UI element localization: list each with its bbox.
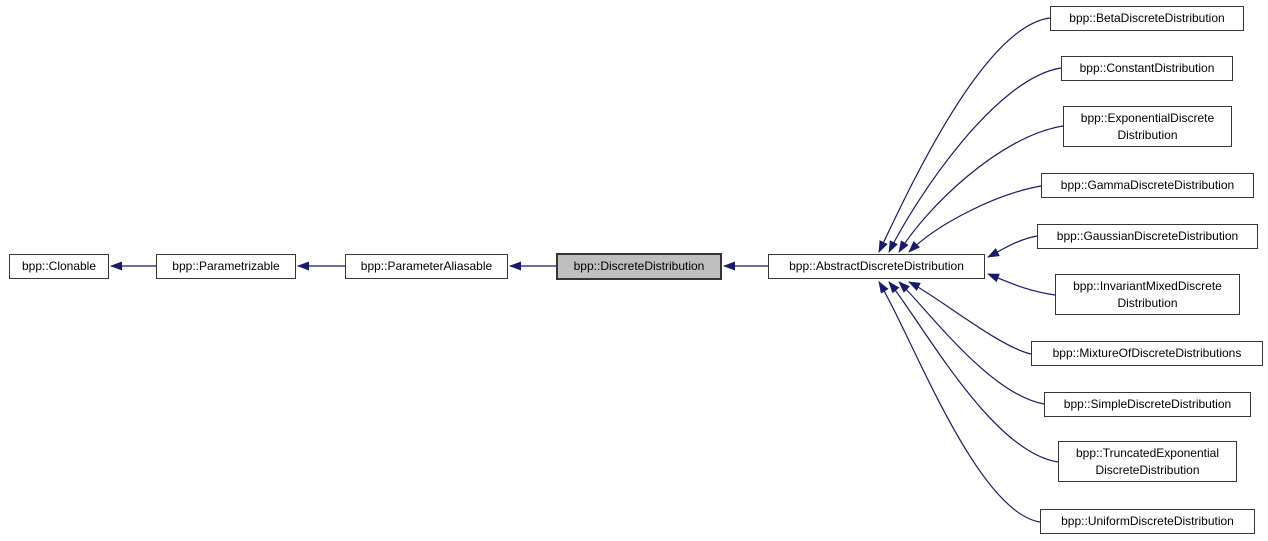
class-node-parametrizable[interactable]: bpp::Parametrizable <box>156 254 296 279</box>
class-node-beta-discrete-distribution[interactable]: bpp::BetaDiscreteDistribution <box>1050 6 1244 31</box>
class-node-gamma-discrete-distribution[interactable]: bpp::GammaDiscreteDistribution <box>1041 173 1254 198</box>
class-node-uniform-discrete-distribution[interactable]: bpp::UniformDiscreteDistribution <box>1040 509 1255 534</box>
class-node-discrete-distribution-current: bpp::DiscreteDistribution <box>556 253 722 280</box>
edge-gaussian-to-abstract <box>987 235 1038 258</box>
edge-mixture-to-abstract <box>908 281 1032 355</box>
edge-beta-to-abstract <box>878 17 1051 253</box>
class-node-constant-distribution[interactable]: bpp::ConstantDistribution <box>1061 56 1233 81</box>
class-node-exponential-discrete-distribution[interactable]: bpp::ExponentialDiscrete Distribution <box>1063 106 1232 147</box>
class-node-clonable[interactable]: bpp::Clonable <box>9 254 109 279</box>
class-node-mixture-of-discrete-distributions[interactable]: bpp::MixtureOfDiscreteDistributions <box>1031 341 1263 366</box>
class-node-parameter-aliasable[interactable]: bpp::ParameterAliasable <box>345 254 508 279</box>
class-node-simple-discrete-distribution[interactable]: bpp::SimpleDiscreteDistribution <box>1044 392 1251 417</box>
class-node-truncated-exponential-discrete-distribution[interactable]: bpp::TruncatedExponential DiscreteDistri… <box>1058 441 1237 482</box>
edge-constant-to-abstract <box>888 67 1062 253</box>
edge-uniform-to-abstract <box>878 281 1041 523</box>
class-node-abstract-discrete-distribution[interactable]: bpp::AbstractDiscreteDistribution <box>768 254 985 279</box>
class-node-invariant-mixed-discrete-distribution[interactable]: bpp::InvariantMixedDiscrete Distribution <box>1055 274 1240 315</box>
class-node-gaussian-discrete-distribution[interactable]: bpp::GaussianDiscreteDistribution <box>1037 224 1258 249</box>
edge-exponential-to-abstract <box>898 125 1064 253</box>
edge-simple-to-abstract <box>898 281 1045 405</box>
edge-gamma-to-abstract <box>908 185 1042 253</box>
edge-truncated-to-abstract <box>888 281 1059 463</box>
edge-invariant-to-abstract <box>987 273 1056 296</box>
